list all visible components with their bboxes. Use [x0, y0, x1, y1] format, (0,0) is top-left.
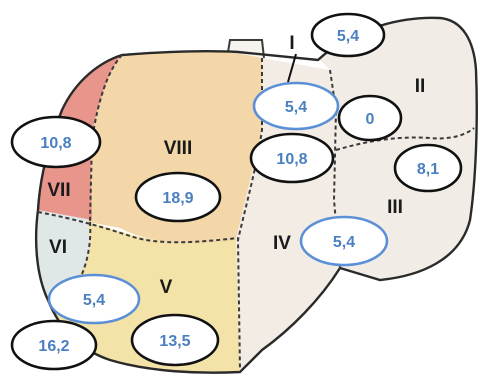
segment-label-i: I	[289, 33, 294, 54]
value-text: 18,9	[162, 190, 193, 207]
value-badge-seg-vii-side: 10,8	[12, 117, 100, 167]
value-badge-seg-v-lower: 13,5	[132, 315, 218, 365]
value-text: 8,1	[417, 161, 439, 178]
value-badge-seg-vi-lower: 16,2	[12, 321, 96, 369]
value-badge-seg-viii: 18,9	[136, 173, 220, 221]
value-text: 5,4	[333, 234, 355, 251]
value-badge-seg-v-upper: 5,4	[49, 275, 139, 323]
value-badge-seg-ii: 0	[339, 96, 401, 140]
segment-label-v: V	[160, 277, 173, 298]
segment-label-viii: VIII	[164, 138, 193, 159]
value-text: 16,2	[38, 338, 69, 355]
value-text: 5,4	[285, 99, 307, 116]
value-badge-seg-iv-upper: 10,8	[251, 134, 333, 182]
value-badge-seg-i: 5,4	[312, 14, 384, 56]
value-text: 0	[366, 111, 375, 128]
segment-label-iii: III	[387, 197, 403, 218]
segment-label-vi: VI	[49, 237, 67, 258]
value-badge-upper-center: 5,4	[254, 83, 338, 129]
value-text: 5,4	[83, 292, 105, 309]
value-text: 10,8	[40, 135, 71, 152]
value-text: 10,8	[276, 151, 307, 168]
segment-label-iv: IV	[273, 233, 291, 254]
segment-label-ii: II	[415, 76, 426, 97]
segment-label-vii: VII	[47, 180, 70, 201]
value-badge-seg-iii: 8,1	[395, 145, 461, 191]
value-text: 5,4	[337, 28, 359, 45]
value-text: 13,5	[159, 333, 190, 350]
value-badge-seg-iv-lower: 5,4	[301, 217, 387, 265]
